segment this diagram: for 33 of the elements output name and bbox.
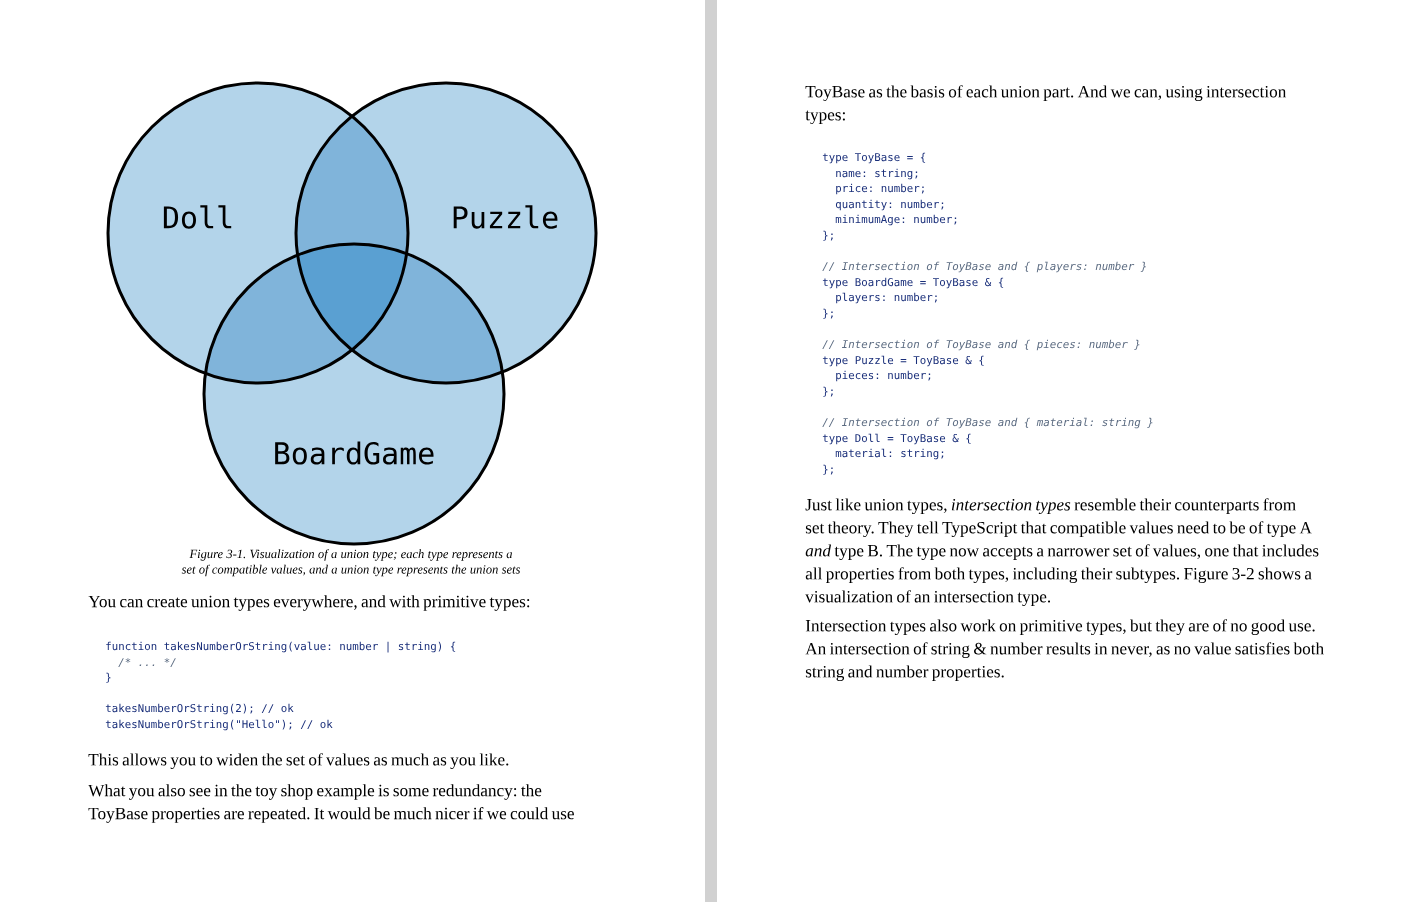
code-comment: // Intersection of ToyBase and { pieces: number } bbox=[822, 339, 1140, 351]
code-comment: // Intersection of ToyBase and { players: number } bbox=[822, 261, 1146, 273]
paragraph: What you also see in the toy shop example is some redundancy: the ToyBase properties are repeated. It would be much nicer if we could use bbox=[88, 784, 574, 823]
circle-label: Puzzle bbox=[453, 205, 558, 229]
code-line: takesNumberOrString("Hello"); // ok bbox=[105, 719, 333, 731]
code-line: }; bbox=[823, 308, 833, 319]
code-line: type BoardGame = ToyBase & { bbox=[822, 277, 1004, 289]
code-line: material: string; bbox=[835, 448, 944, 460]
paragraph: Intersection types also work on primitive types, but they are of no good use. An intersection of string & number results in never, as no value satisfies both string and number properties. bbox=[805, 619, 1324, 682]
paragraph: ToyBase as the basis of each union part. And we can, using intersection types: bbox=[805, 85, 1287, 125]
code-line: }; bbox=[823, 386, 833, 397]
code-line: function takesNumberOrString(value: number | string) { bbox=[106, 641, 456, 653]
paragraph: This allows you to widen the set of values as much as you like. bbox=[88, 753, 509, 770]
code-line: takesNumberOrString(2); // ok bbox=[105, 703, 294, 715]
code-line: } bbox=[106, 672, 111, 683]
code-line: quantity: number; bbox=[835, 199, 944, 211]
code-line: }; bbox=[823, 230, 833, 241]
circle-label: BoardGame bbox=[275, 441, 434, 465]
figure-caption: Figure 3-1. Visualization of a union type; each type represents a set of compatible values, and a union type represents the union sets bbox=[181, 549, 521, 577]
code-line: players: number; bbox=[836, 292, 937, 304]
code-line: type Puzzle = ToyBase & { bbox=[822, 355, 984, 367]
paragraph: Just like union types, intersection types resemble their counterparts from set theory. They tell TypeScript that compatible values need to be of type A and type B. The type now accepts a narrower set of values, one that includes all properties from both types, including their subtypes. Figure 3-2 shows a visualization of an intersection type. bbox=[805, 498, 1319, 607]
code-line: price: number; bbox=[836, 183, 924, 195]
code-line: pieces: number; bbox=[836, 370, 931, 382]
code-comment: // Intersection of ToyBase and { material: string } bbox=[822, 417, 1153, 429]
code-line: type ToyBase = { bbox=[822, 152, 926, 164]
paragraph: You can create union types everywhere, and with primitive types: bbox=[88, 595, 530, 611]
code-line: name: string; bbox=[836, 168, 918, 180]
circle-label: Doll bbox=[163, 205, 232, 229]
code-line: minimumAge: number; bbox=[835, 214, 957, 226]
code-line: }; bbox=[823, 464, 833, 475]
code-comment: /* ... */ bbox=[118, 658, 176, 667]
code-line: type Doll = ToyBase & { bbox=[822, 433, 971, 445]
